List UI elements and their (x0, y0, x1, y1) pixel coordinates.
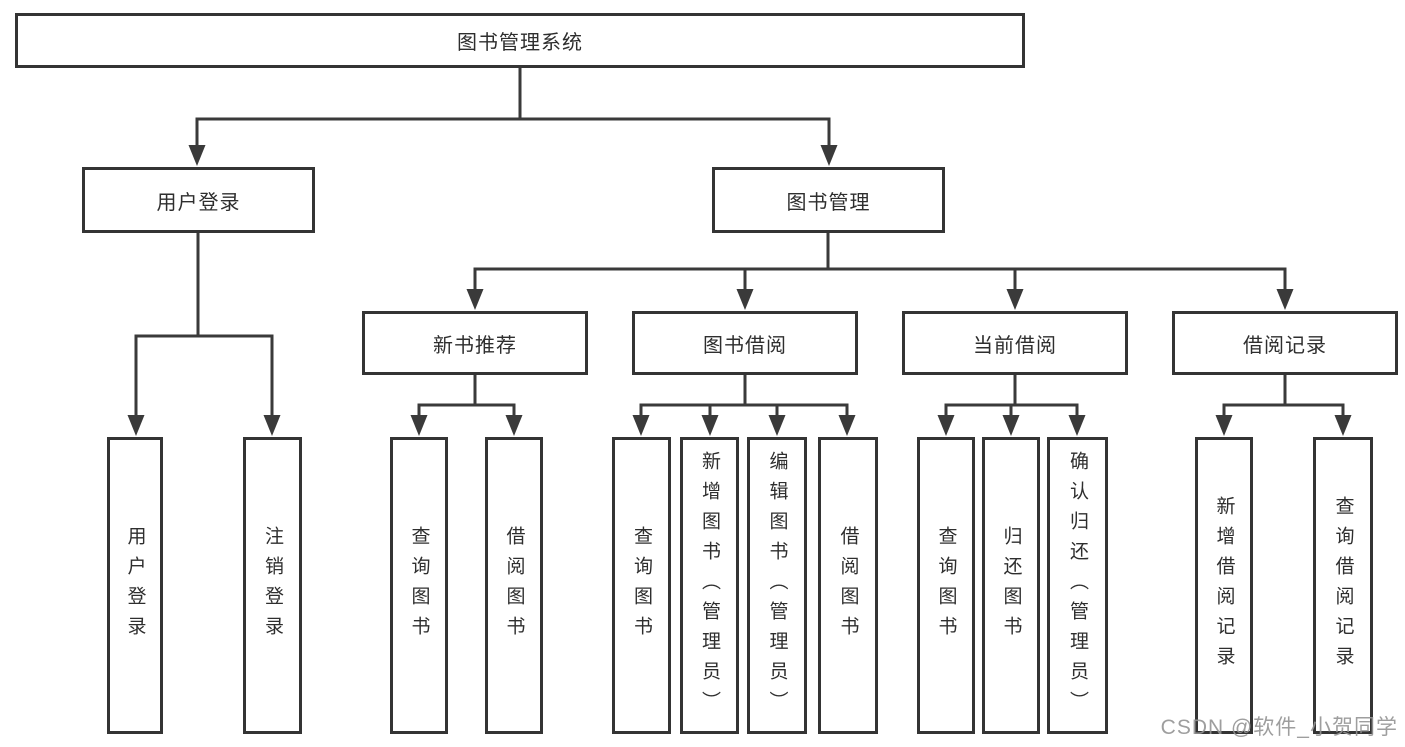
leaf-query-borrow-record: 查询借阅记录 (1313, 437, 1373, 734)
node-current-borrow: 当前借阅 (902, 311, 1128, 375)
node-label: 借阅记录 (1243, 334, 1327, 357)
leaf-add-books-admin: 新增图书（管理员） (680, 437, 739, 734)
leaf-borrow-books: 借阅图书 (818, 437, 878, 734)
node-label: 用户登录 (124, 525, 146, 646)
leaf-confirm-return-admin: 确认归还（管理员） (1047, 437, 1108, 734)
node-label: 查询图书 (631, 525, 652, 646)
node-book-borrow: 图书借阅 (632, 311, 858, 375)
node-user-login: 用户登录 (82, 167, 315, 233)
node-label: 图书管理系统 (457, 32, 583, 54)
node-label: 查询图书 (408, 525, 430, 646)
node-borrow-records: 借阅记录 (1172, 311, 1398, 375)
node-label: 借阅图书 (503, 525, 525, 646)
node-new-book-recommend: 新书推荐 (362, 311, 588, 375)
node-label: 归还图书 (1000, 525, 1022, 646)
node-label: 图书管理 (786, 191, 871, 214)
leaf-add-borrow-record: 新增借阅记录 (1195, 437, 1253, 734)
node-root-system: 图书管理系统 (15, 13, 1025, 68)
leaf-recommend-query-books: 查询图书 (390, 437, 448, 734)
node-label: 确认归还（管理员） (1067, 450, 1088, 721)
node-label: 查询图书 (935, 525, 957, 646)
node-label: 编辑图书（管理员） (766, 450, 788, 721)
leaf-user-login: 用户登录 (107, 437, 163, 734)
csdn-watermark: CSDN @软件_小贺同学 (1160, 716, 1398, 739)
node-label: 用户登录 (156, 191, 241, 214)
node-label: 注销登录 (262, 525, 283, 646)
leaf-logout: 注销登录 (243, 437, 302, 734)
leaf-recommend-borrow-books: 借阅图书 (485, 437, 543, 734)
node-label: 新增借阅记录 (1213, 495, 1235, 676)
leaf-edit-books-admin: 编辑图书（管理员） (747, 437, 807, 734)
node-book-management: 图书管理 (712, 167, 945, 233)
node-label: 新增图书（管理员） (699, 450, 720, 721)
node-label: 新书推荐 (433, 334, 517, 357)
leaf-return-books: 归还图书 (982, 437, 1040, 734)
node-label: 图书借阅 (703, 334, 787, 357)
node-label: 查询借阅记录 (1332, 495, 1354, 676)
node-label: 借阅图书 (837, 525, 859, 646)
leaf-borrow-query-books: 查询图书 (612, 437, 671, 734)
leaf-current-query-books: 查询图书 (917, 437, 975, 734)
node-label: 当前借阅 (973, 334, 1057, 357)
